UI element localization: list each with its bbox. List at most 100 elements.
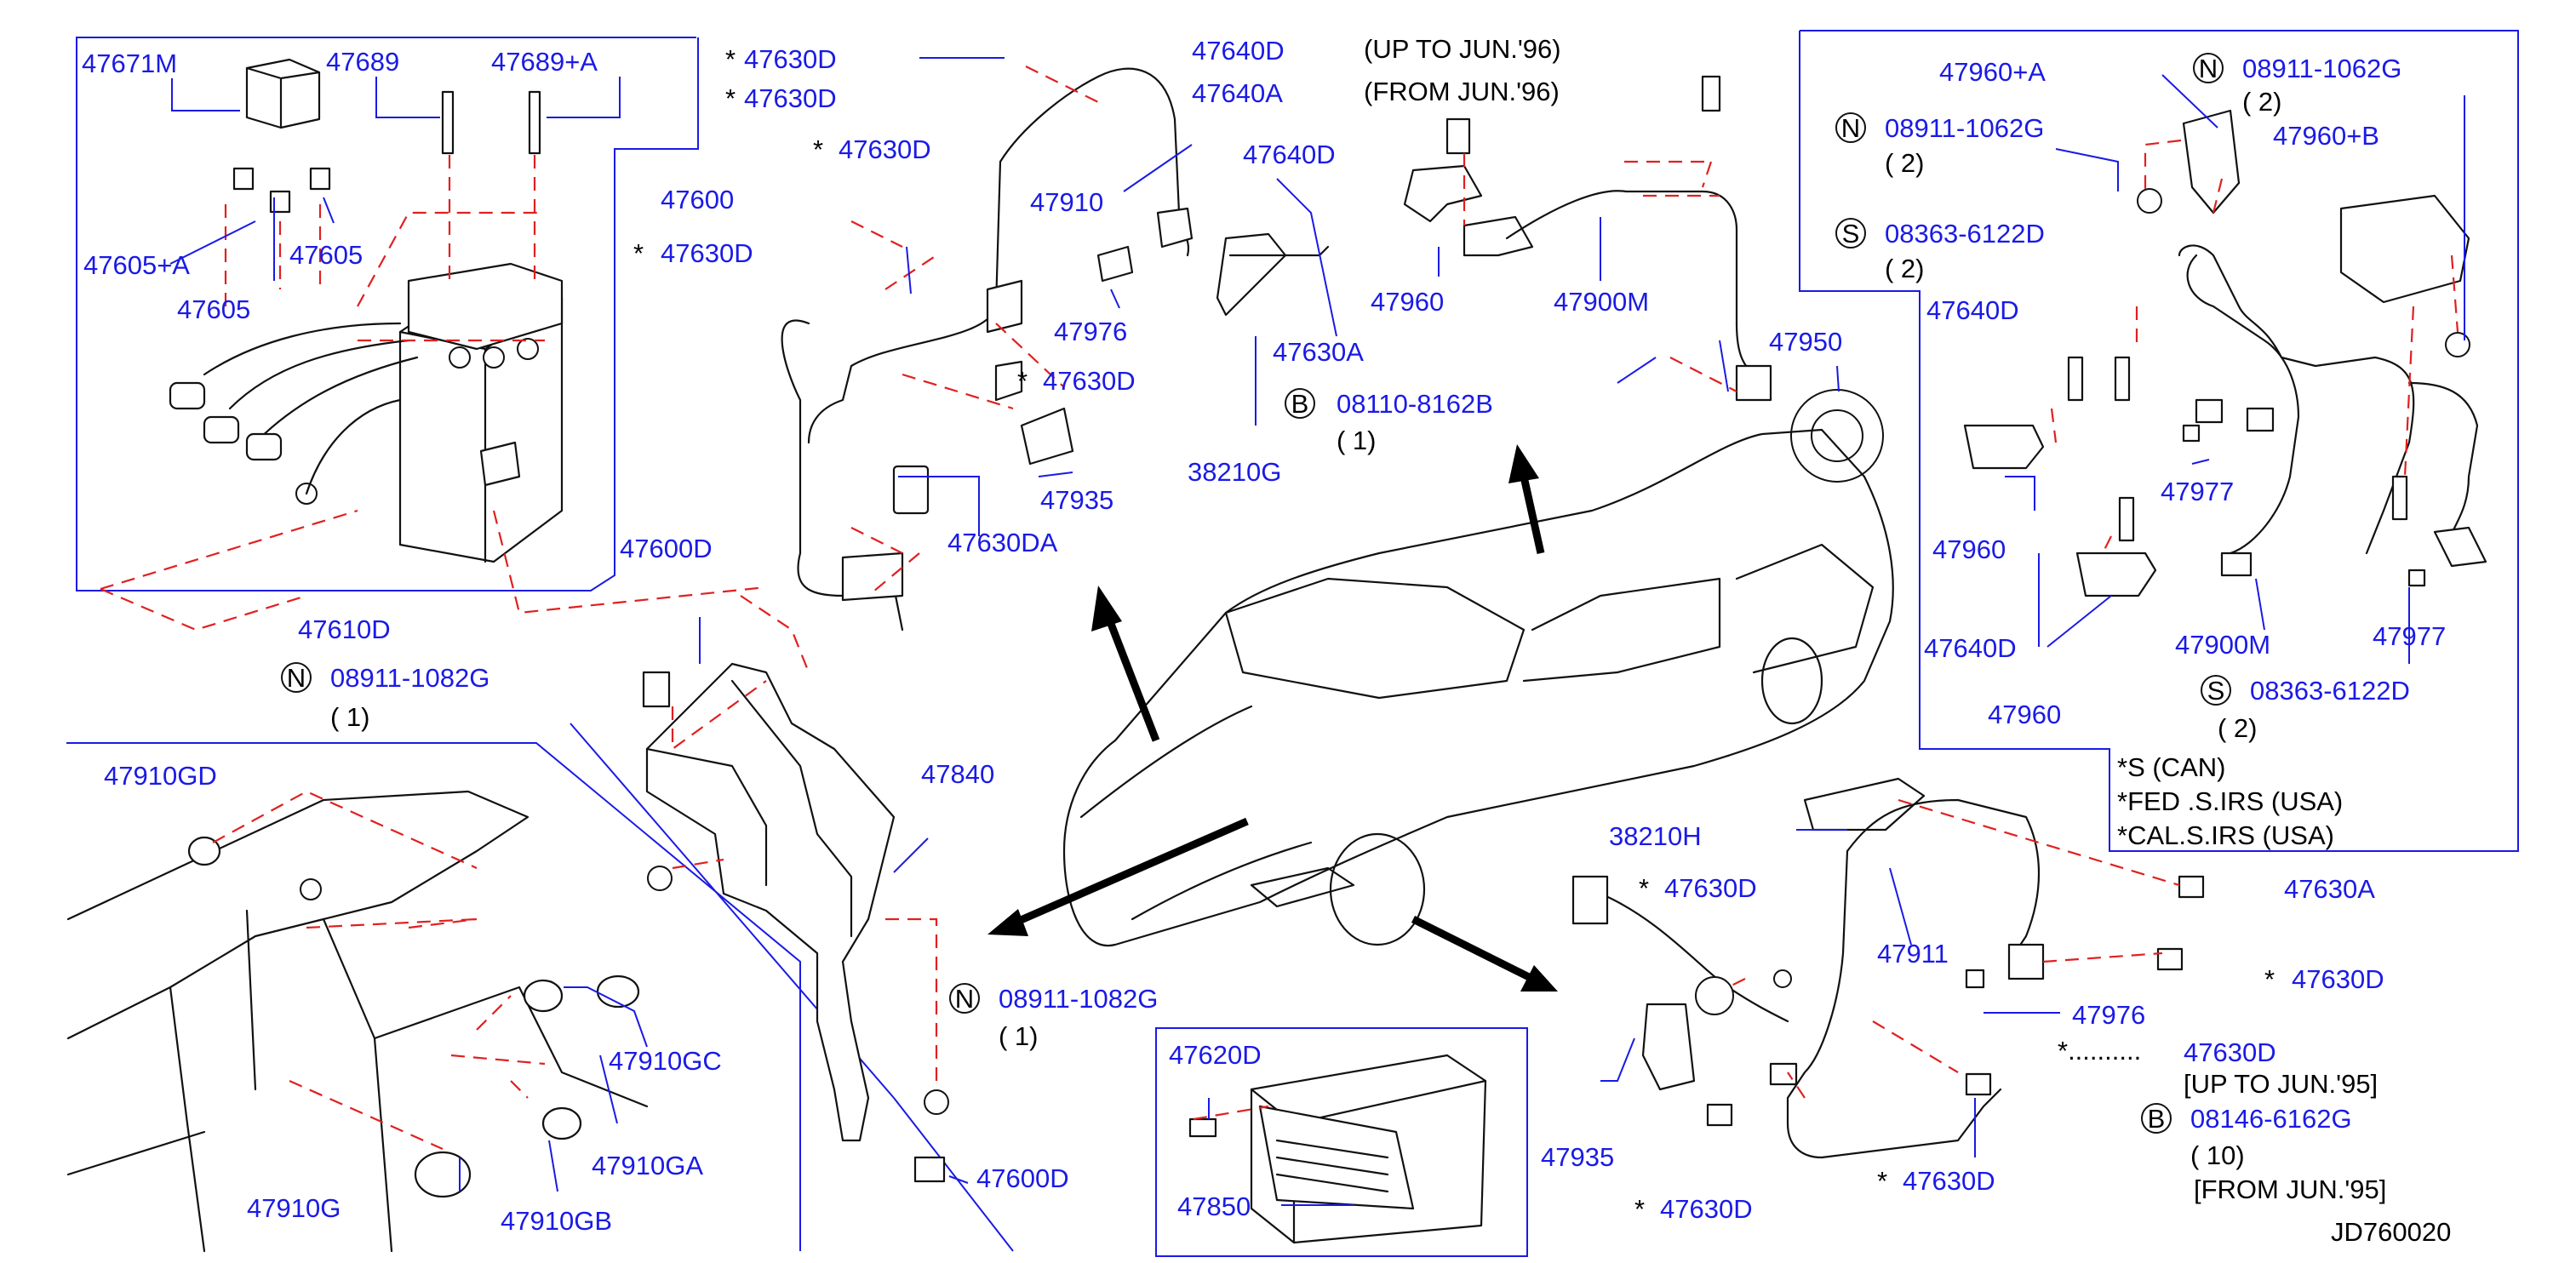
part-label: 08911-1082G [330,663,489,693]
qty: ( 1) [1337,426,1377,455]
part-label: 47630D [1664,873,1757,903]
part-label: 47630D [744,44,837,74]
part-label: 47610D [298,614,391,644]
note-up-to-jun96: (UP TO JUN.'96) [1364,34,1561,64]
note-star-dots: *.......... [2058,1036,2141,1066]
part-label: 47976 [2072,1000,2145,1030]
qty: ( 10) [2190,1140,2245,1170]
part-label: 47850 [1177,1192,1251,1221]
car-outline [1062,428,1894,947]
star: * [1017,366,1028,396]
symbol-circles [281,53,2231,1134]
symbol-n: N [1841,113,1860,143]
rear-right-sensor [1571,777,2205,1159]
rear-sensor-leaders [1438,153,1737,392]
part-label: 47900M [2175,630,2270,660]
qty: ( 1) [999,1021,1039,1051]
qty: ( 2) [1885,148,1925,178]
symbol-letters: N B N N S S N B [287,54,2225,1134]
note-up-to-jun95: [UP TO JUN.'95] [2184,1069,2378,1099]
part-label: 47900M [1554,287,1649,317]
part-label: 47910GC [609,1046,722,1076]
part-label: 47605 [289,240,363,270]
floor-leaders [212,790,648,1192]
part-label: 47630D [744,83,837,113]
part-label: 08110-8162B [1337,389,1493,419]
symbol-n: N [2199,54,2218,83]
part-label: 47950 [1769,327,1842,357]
part-label: 08146-6162G [2190,1104,2352,1134]
symbol-s: S [2207,676,2225,706]
ecu-leaders [1193,1098,1354,1206]
star-markers: * * * * * * * * * [633,44,2275,1224]
note-from-jun96: (FROM JUN.'96) [1364,77,1560,106]
part-label: 47640D [1926,295,2019,325]
star: * [725,44,736,74]
front-sensor-leaders [850,57,1337,597]
note-star-fed: *FED .S.IRS (USA) [2117,786,2343,816]
part-label: 47976 [1054,317,1127,346]
part-label: 47840 [921,759,994,789]
part-label: 47960+B [2273,121,2379,151]
notes: (UP TO JUN.'96) (FROM JUN.'96) *S (CAN) … [330,34,2451,1247]
part-label: 47630D [2184,1037,2276,1067]
part-label: 47640D [1192,36,1285,66]
symbol-n: N [955,984,974,1014]
part-label: 47600D [620,534,713,563]
abs-actuator-drawing [169,58,564,563]
abs-module-leaders [100,77,767,632]
rear-right-leaders [1600,798,2180,1157]
qty: ( 2) [2242,87,2282,117]
floor-panel [66,790,649,1253]
part-label: 47960+A [1939,57,2046,87]
note-star-s: *S (CAN) [2117,752,2225,782]
star: * [633,238,644,268]
part-label: 47630D [839,134,931,164]
part-label: 47630D [1043,366,1136,396]
part-label: 47605+A [83,250,190,280]
part-label: 47630A [1273,337,1364,367]
rear-sensor-harness [1403,75,1772,402]
frame-lines [66,30,2519,1257]
part-label: 47630D [661,238,753,268]
part-label: 47960 [1932,534,2006,564]
part-label: 38210G [1188,457,1281,487]
part-label: 47605 [177,294,250,324]
qty: ( 1) [330,702,370,732]
star: * [813,134,823,164]
ecu [1188,1054,1487,1244]
note-star-cal: *CAL.S.IRS (USA) [2117,820,2334,850]
symbol-b: B [2148,1104,2166,1134]
part-label: 47640D [1924,633,2017,663]
part-label: 47640D [1243,140,1336,169]
diagram-code: JD760020 [2331,1217,2451,1247]
part-label: 47935 [1040,485,1113,515]
arrows [987,444,1558,992]
symbol-n: N [287,663,306,693]
part-label: 47910GA [592,1151,703,1180]
part-label: 47935 [1541,1142,1614,1172]
qty: ( 2) [2218,713,2258,743]
part-label: 47910G [247,1193,341,1223]
part-label: 47689+A [491,47,598,77]
tone-wheel [1790,365,1884,483]
part-label: 47630D [1903,1166,1995,1196]
part-label: 47630D [2292,964,2384,994]
part-label: 47910GD [104,761,217,791]
symbol-b: B [1291,389,1309,419]
right-upper-leaders [2005,74,2465,664]
star: * [725,83,736,113]
star: * [2264,964,2275,994]
part-label: 47910 [1030,187,1103,217]
part-label: 47960 [1988,700,2061,729]
part-label: 08363-6122D [1885,219,2045,249]
part-label: 47960 [1371,287,1444,317]
part-label: 08911-1062G [1885,113,2044,143]
bracket-leaders [671,595,969,1184]
star: * [1639,873,1649,903]
part-labels: 47671M 47689 47689+A 47600 47605+A 47605… [82,36,2446,1236]
part-label: 47640A [1192,78,1283,108]
part-label: 47689 [326,47,399,77]
right-upper-assembly [1963,109,2487,597]
